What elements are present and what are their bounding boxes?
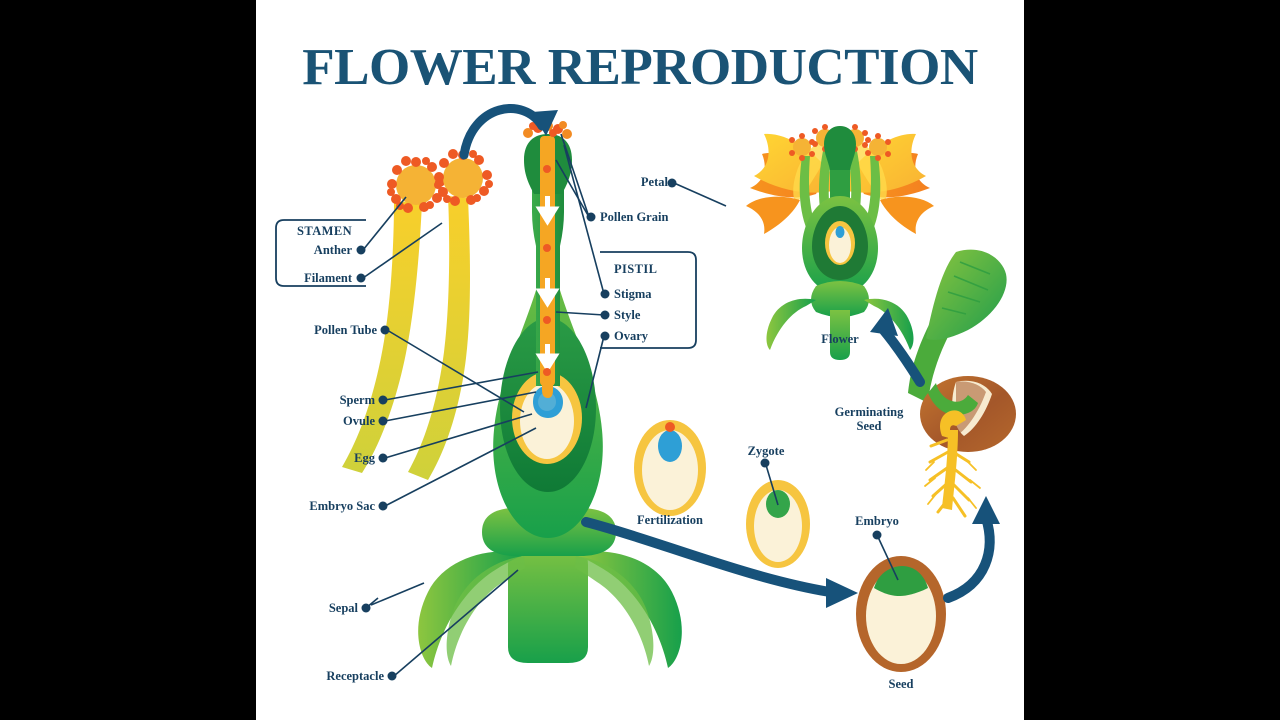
label-fertilization: Fertilization	[637, 513, 703, 527]
receptacle-shape	[508, 547, 588, 663]
label-anther: Anther	[313, 243, 352, 257]
page-title: FLOWER REPRODUCTION	[302, 39, 978, 96]
pollen-grains-in-tube	[543, 165, 551, 376]
label-sperm: Sperm	[339, 393, 375, 407]
label-pistil-group: PISTIL	[614, 262, 658, 276]
label-stigma: Stigma	[614, 287, 652, 301]
label-pollen-tube: Pollen Tube	[314, 323, 377, 337]
stamen-filament-left	[342, 201, 422, 473]
leader-dots	[356, 178, 882, 681]
egg-cell	[533, 386, 563, 418]
sepal-left	[418, 551, 525, 668]
germinating-seed	[908, 249, 1016, 518]
label-egg: Egg	[354, 451, 375, 465]
sepal-right	[575, 551, 682, 668]
arrow-germinating-to-flower	[870, 308, 925, 387]
stamen-bracket	[275, 219, 366, 287]
label-ovary: Ovary	[614, 329, 649, 343]
flower-pistil	[802, 126, 878, 294]
fertilization-ovule	[634, 420, 706, 516]
anther-right	[434, 149, 493, 206]
label-ovule: Ovule	[343, 414, 375, 428]
label-germinating-seed: Germinating Seed	[804, 405, 934, 434]
label-sepal: Sepal	[328, 601, 358, 615]
letterbox-right	[1024, 0, 1280, 720]
label-petal: Petal	[640, 175, 668, 189]
zygote-ovule	[746, 480, 810, 568]
stamen-filament-right	[408, 196, 470, 480]
pollination-arrow	[459, 104, 558, 160]
arrow-ovary-to-seed	[581, 517, 858, 608]
letterbox-left	[0, 0, 256, 720]
label-germinating-seed-line2: Seed	[856, 419, 882, 434]
leader-lines	[362, 133, 899, 677]
label-style: Style	[614, 308, 641, 322]
pollen-tube-arrows	[535, 196, 560, 373]
label-zygote: Zygote	[747, 444, 785, 458]
label-receptacle: Receptacle	[326, 669, 384, 683]
label-embryo: Embryo	[855, 514, 899, 528]
label-embryo-sac: Embryo Sac	[309, 499, 375, 513]
arrow-seed-to-germinating	[943, 496, 1000, 603]
pistil-bracket	[600, 251, 697, 349]
label-stamen-group: STAMEN	[297, 224, 352, 238]
label-filament: Filament	[304, 271, 352, 285]
illustration-layer	[275, 104, 1016, 681]
label-germinating-seed-line1: Germinating	[834, 405, 904, 419]
label-seed: Seed	[888, 677, 914, 691]
label-pollen-grain: Pollen Grain	[600, 210, 669, 224]
seed-shape	[856, 556, 946, 672]
flower-illustration	[746, 124, 934, 360]
label-flower: Flower	[821, 332, 859, 346]
diagram-canvas: FLOWER REPRODUCTION	[256, 0, 1024, 720]
pollen-tube-channel	[540, 136, 555, 398]
